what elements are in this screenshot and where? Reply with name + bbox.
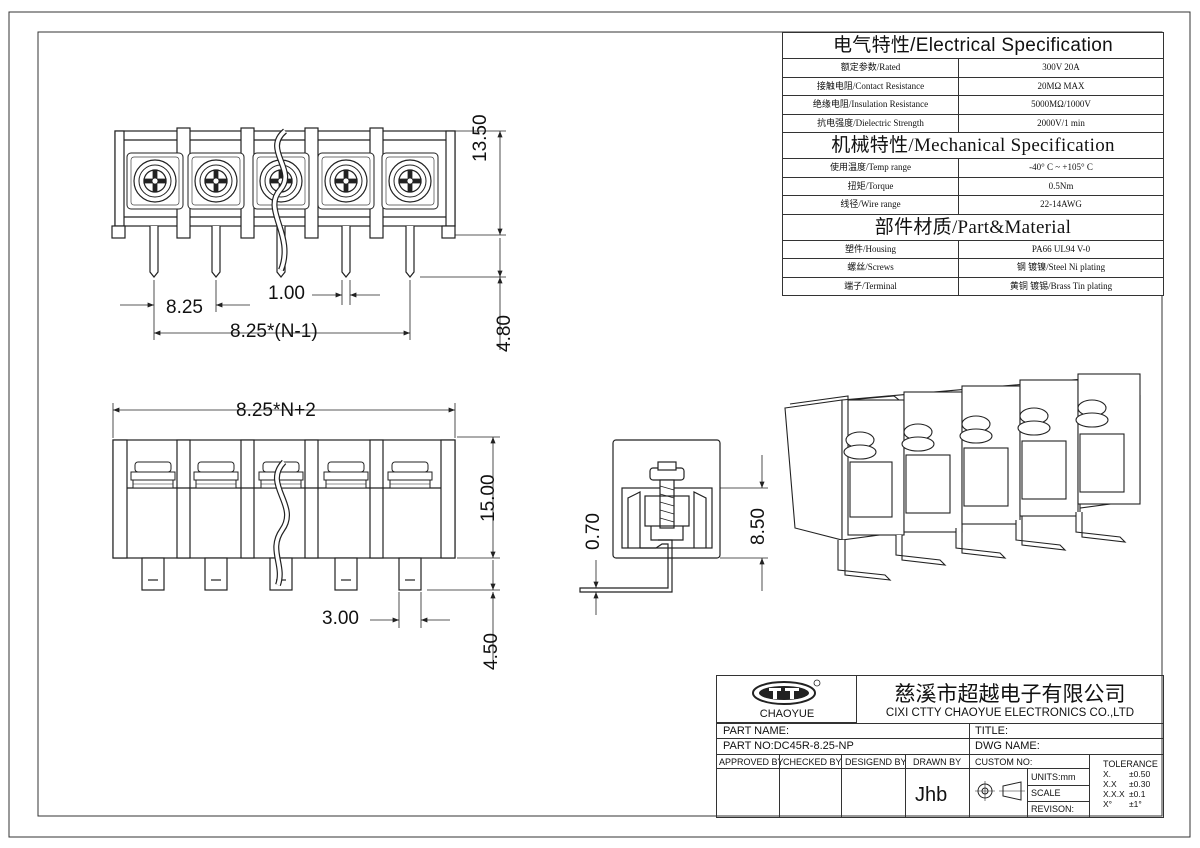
divider: [1027, 768, 1028, 817]
title-block: CHAOYUE 慈溪市超越电子有限公司 CIXI CTTY CHAOYUE EL…: [716, 675, 1164, 818]
dim-height-top: 13.50: [470, 114, 491, 162]
spec-row: 使用温度/Temp range -40° C ~ +105° C: [783, 159, 1163, 178]
spec-row: 额定参数/Rated 300V 20A: [783, 59, 1163, 78]
dim-pin-width: 1.00: [268, 283, 305, 304]
divider: [905, 754, 906, 817]
spec-value: 钢 镀镍/Steel Ni plating: [1016, 262, 1106, 272]
scale-label: SCALE: [1031, 788, 1061, 798]
dim-side-height: 8.50: [748, 508, 769, 545]
material-title: 部件材质/Part&Material: [783, 215, 1163, 241]
spec-label: 线径/Wire range: [783, 196, 959, 214]
logo-text: CHAOYUE: [759, 708, 815, 720]
dim-pitch: 8.25: [166, 297, 203, 318]
designed-by-label: DESIGEND BY: [845, 757, 907, 767]
tolerance-value: ±0.50: [1129, 769, 1151, 779]
mechanical-title: 机械特性/Mechanical Specification: [783, 133, 1163, 159]
spec-label: 接触电阻/Contact Resistance: [783, 77, 959, 95]
divider: [717, 754, 1163, 755]
logo-area: CHAOYUE: [717, 676, 857, 723]
projection-symbol-icon: [975, 781, 1025, 801]
part-name-label: PART NAME:: [723, 725, 790, 737]
side-view: [579, 439, 721, 593]
divider: [1089, 754, 1090, 817]
spec-row: 端子/Terminal 黄铜 镀锡/Brass Tin plating: [783, 277, 1163, 295]
spec-value: 0.5Nm: [1048, 180, 1074, 191]
approved-by-label: APPROVED BY: [719, 757, 784, 767]
tolerance-title: TOLERANCE: [1103, 759, 1158, 769]
spec-table: 电气特性/Electrical Specification 额定参数/Rated…: [782, 32, 1164, 296]
spec-value: 黄铜 镀锡/Brass Tin plating: [1009, 280, 1113, 291]
title-label: TITLE:: [975, 725, 1009, 737]
front-view: [112, 439, 456, 591]
divider: [969, 754, 970, 817]
spec-row: 扭矩/Torque 0.5Nm: [783, 177, 1163, 196]
spec-row: 螺丝/Screws 钢 镀镍/Steel Ni plating: [783, 259, 1163, 278]
divider: [1027, 785, 1089, 786]
spec-value: 5000MΩ/1000V: [1031, 99, 1091, 109]
dim-pin-spacing: 3.00: [322, 608, 359, 629]
dim-total-width: 8.25*N+2: [236, 400, 316, 421]
spec-row: 线径/Wire range 22-14AWG: [783, 196, 1163, 215]
spec-row: 接触电阻/Contact Resistance 20MΩ MAX: [783, 77, 1163, 96]
divider: [1027, 801, 1089, 802]
divider: [779, 754, 780, 817]
dim-height-front: 15.00: [478, 474, 499, 522]
spec-value: PA66 UL94 V-0: [1031, 243, 1091, 254]
revision-label: REVISON:: [1031, 804, 1075, 814]
checked-by-label: CHECKED BY: [783, 757, 842, 767]
tolerance-value: ±0.1: [1129, 789, 1146, 799]
spec-value: -40° C ~ +105° C: [1029, 162, 1093, 172]
drawn-by-label: DRAWN BY: [913, 757, 962, 767]
dim-pin-len-front: 4.50: [481, 633, 502, 670]
company-logo-icon: [752, 679, 821, 705]
top-view: [111, 127, 456, 278]
divider: [841, 754, 842, 817]
tolerance-key: X°: [1103, 799, 1113, 809]
tolerance-value: ±0.30: [1129, 779, 1151, 789]
divider: [717, 768, 969, 769]
tolerance-key: X.X: [1103, 779, 1117, 789]
company-name-cn: 慈溪市超越电子有限公司: [894, 683, 1126, 706]
tolerance-key: X.: [1103, 769, 1112, 779]
spec-label: 使用温度/Temp range: [783, 159, 959, 177]
divider: [969, 768, 1089, 769]
dwg-name-label: DWG NAME:: [975, 740, 1040, 752]
spec-label: 额定参数/Rated: [783, 59, 959, 77]
tolerance-key: X.X.X: [1103, 789, 1125, 799]
spec-row: 抗电强度/Dielectric Strength 2000V/1 min: [783, 114, 1163, 133]
custom-no-label: CUSTOM NO:: [975, 757, 1033, 767]
spec-value: 22-14AWG: [1040, 199, 1082, 209]
iso-view: [784, 373, 1141, 581]
spec-label: 绝缘电阻/Insulation Resistance: [783, 96, 959, 114]
spec-label: 螺丝/Screws: [783, 259, 959, 277]
spec-row: 绝缘电阻/Insulation Resistance 5000MΩ/1000V: [783, 96, 1163, 115]
dim-side-thick: 0.70: [583, 513, 604, 550]
electrical-title: 电气特性/Electrical Specification: [783, 33, 1163, 59]
spec-value: 20MΩ MAX: [1037, 80, 1085, 91]
spec-row: 塑件/Housing PA66 UL94 V-0: [783, 240, 1163, 259]
spec-label: 抗电强度/Dielectric Strength: [783, 114, 959, 132]
spec-value: 2000V/1 min: [1037, 117, 1085, 128]
divider: [969, 723, 970, 754]
spec-label: 端子/Terminal: [783, 277, 959, 295]
dim-pin-len-top: 4.80: [494, 315, 515, 352]
divider: [717, 723, 1163, 724]
spec-label: 塑件/Housing: [783, 240, 959, 258]
part-no-label: PART NO:DC45R-8.25-NP: [723, 740, 854, 752]
dim-span: 8.25*(N-1): [230, 321, 318, 342]
company-name-en: CIXI CTTY CHAOYUE ELECTRONICS CO.,LTD: [885, 707, 1135, 719]
spec-value: 300V 20A: [1042, 62, 1080, 72]
divider: [717, 738, 1163, 739]
drawn-by-value: Jhb: [915, 784, 948, 806]
spec-label: 扭矩/Torque: [783, 177, 959, 195]
units-label: UNITS:mm: [1031, 772, 1076, 782]
tolerance-value: ±1°: [1129, 799, 1142, 809]
